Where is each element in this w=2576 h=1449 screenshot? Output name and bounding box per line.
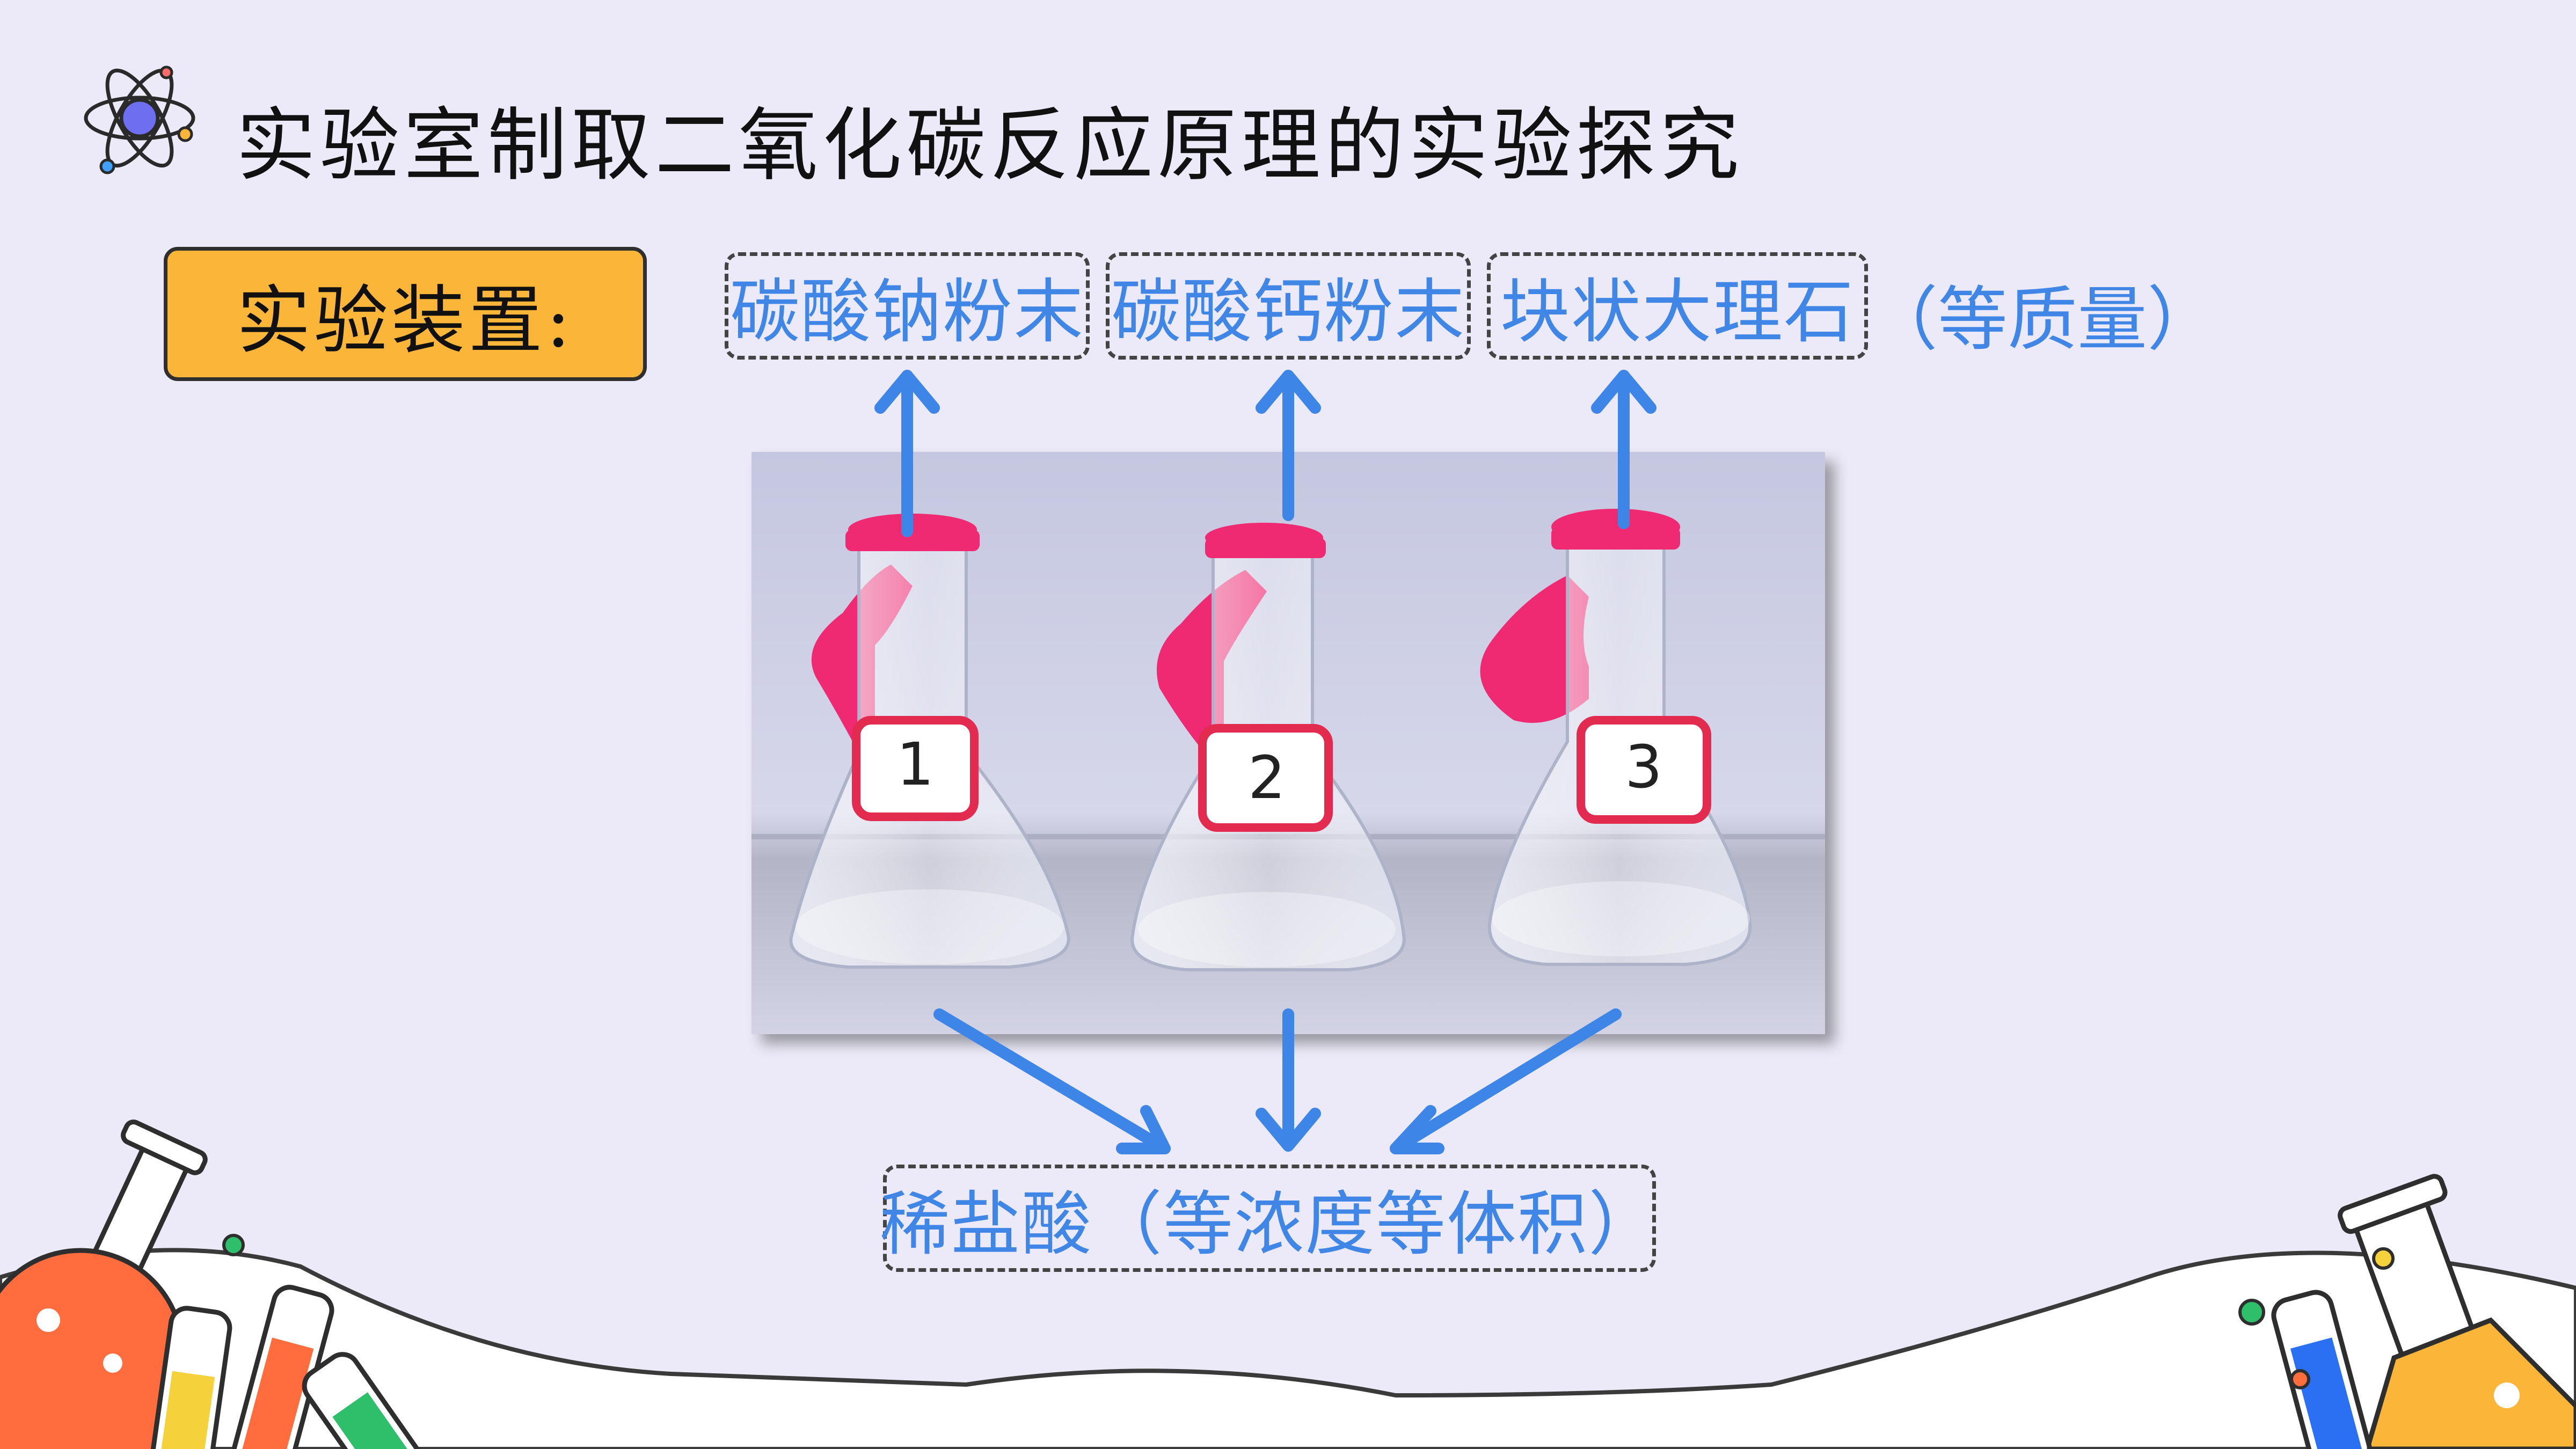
flask-label-2: 2 xyxy=(1248,743,1286,812)
flask-label-1: 1 xyxy=(896,730,934,799)
reagent-box-1: 碳酸钠粉末 xyxy=(725,252,1090,360)
atom-icon xyxy=(84,65,195,174)
reagent-box-2: 碳酸钙粉末 xyxy=(1106,252,1471,360)
flask-1: 1 xyxy=(789,514,1070,969)
reagent-note: （等质量） xyxy=(1868,279,2217,360)
flask-2: 2 xyxy=(1130,523,1406,971)
reagent-box-3: 块状大理石 xyxy=(1487,252,1868,360)
flask-icon xyxy=(2338,1174,2576,1449)
test-tube-icon xyxy=(302,1352,436,1449)
flask-icon xyxy=(0,1119,208,1449)
section-label: 实验装置: xyxy=(164,247,647,381)
test-tube-icon xyxy=(148,1306,232,1449)
flask-label-3: 3 xyxy=(1625,733,1662,801)
flask-photo: 1 2 3 xyxy=(751,452,1825,1034)
page-title: 实验室制取二氧化碳反应原理的实验探究 xyxy=(236,99,1743,192)
acid-label-box: 稀盐酸（等浓度等体积） xyxy=(880,1165,1658,1272)
test-tube-icon xyxy=(2271,1290,2372,1449)
flask-3: 3 xyxy=(1480,509,1752,966)
